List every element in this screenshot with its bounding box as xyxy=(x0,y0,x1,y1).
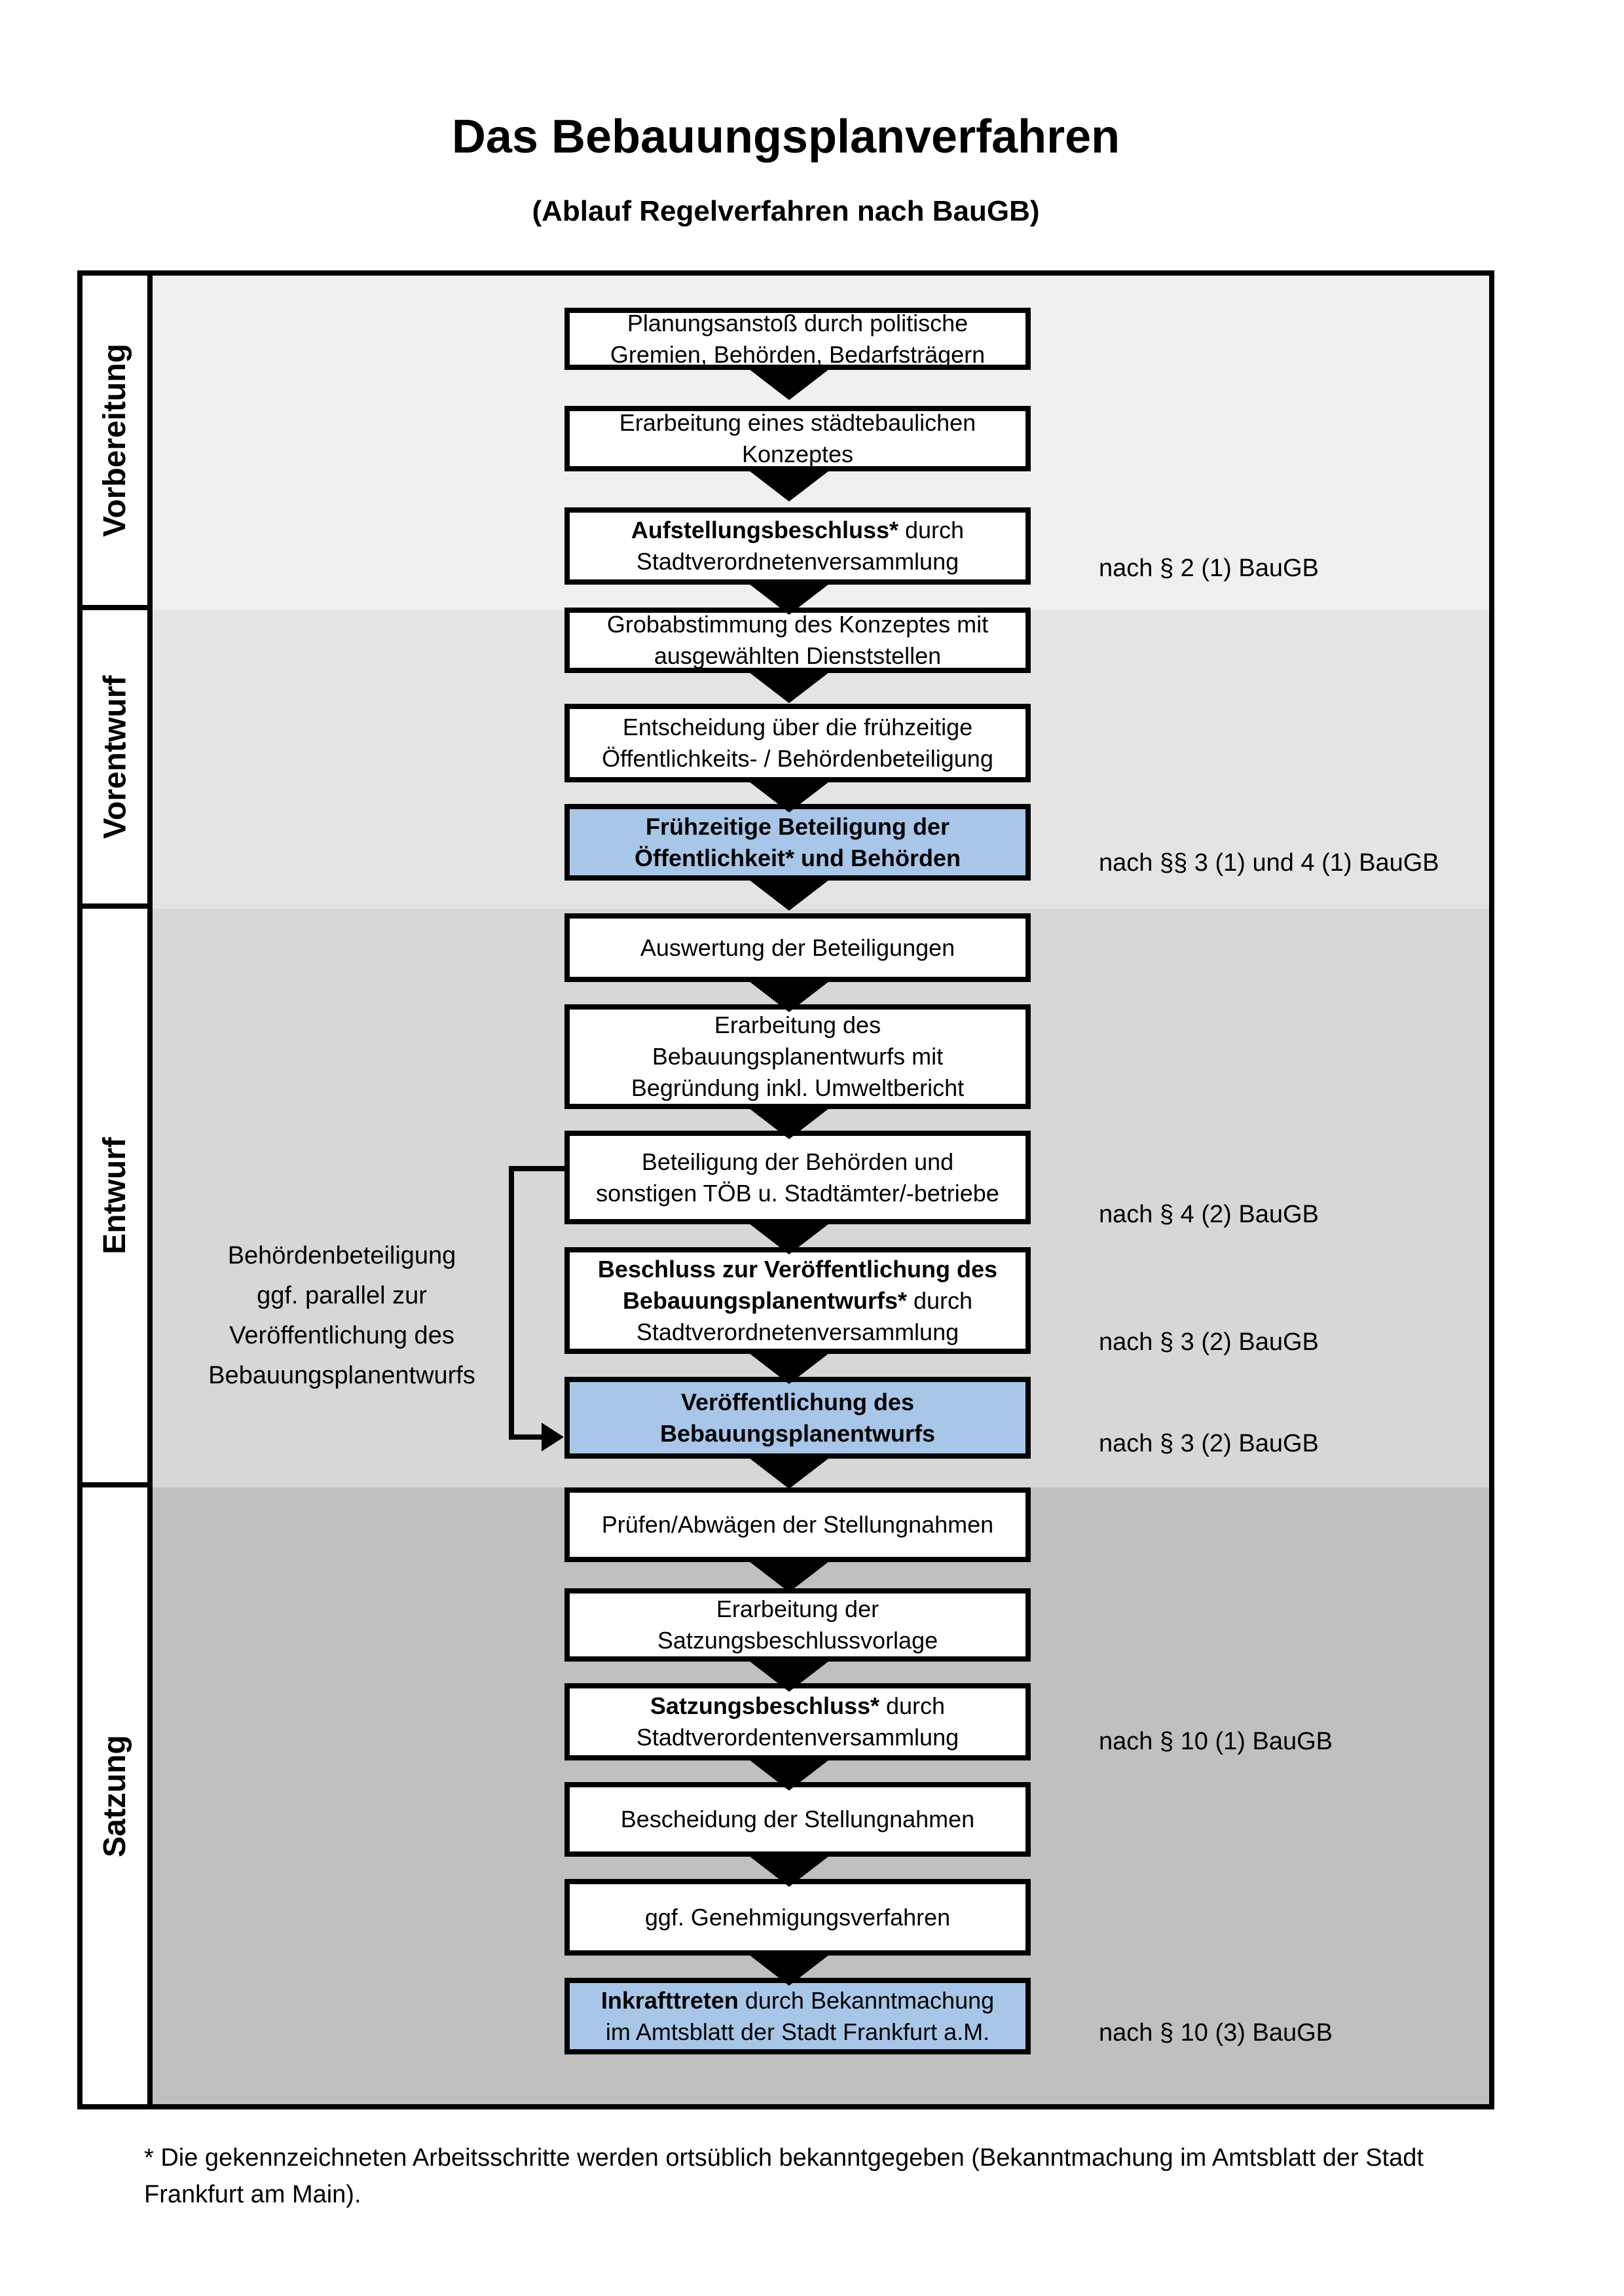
footnote-line: Frankfurt am Main). xyxy=(144,2181,361,2208)
flow-arrow-down-icon xyxy=(747,582,832,615)
flow-arrow-down-icon xyxy=(747,878,832,911)
step-text-line: Entscheidung über die frühzeitige xyxy=(622,714,973,740)
step-text-line: Öffentlichkeits- / Behördenbeteiligung xyxy=(602,745,993,772)
legal-reference-aufstellungsbeschluss: nach § 2 (1) BauGB xyxy=(1099,555,1319,582)
step-text-line: Stadtverordentenversammlung xyxy=(636,1724,959,1751)
page-title: Das Bebauungsplanverfahren xyxy=(451,111,1120,163)
step-text-line: Veröffentlichung des xyxy=(680,1388,915,1415)
step-text-line: Grobabstimmung des Konzeptes mit xyxy=(606,611,989,638)
step-text-line: Öffentlichkeit* und Behörden xyxy=(634,844,961,871)
step-text-line: ausgewählten Dienststellen xyxy=(654,642,942,669)
page-subtitle: (Ablauf Regelverfahren nach BauGB) xyxy=(532,195,1040,227)
parallel-procedure-note-line: Behördenbeteiligung xyxy=(227,1242,456,1269)
flow-arrow-down-icon xyxy=(747,469,832,501)
legal-reference-fruehzeitige-beteiligung: nach §§ 3 (1) und 4 (1) BauGB xyxy=(1099,849,1439,877)
flow-arrow-down-icon xyxy=(747,1106,832,1139)
footnote: * Die gekennzeichneten Arbeitsschritte w… xyxy=(144,2140,1532,2213)
step-genehmigungsverfahren: ggf. Genehmigungsverfahren xyxy=(564,1879,1031,1956)
step-text-line: Bescheidung der Stellungnahmen xyxy=(620,1806,975,1832)
phase-label-cell-vorbereitung: Vorbereitung xyxy=(83,276,147,610)
flow-arrow-down-icon xyxy=(747,1659,832,1692)
flow-arrow-down-icon xyxy=(747,367,832,400)
legal-reference-inkrafttreten: nach § 10 (3) BauGB xyxy=(1099,2019,1333,2047)
step-text-line: Stadtverordnetenversammlung xyxy=(636,548,959,575)
step-text-line: ggf. Genehmigungsverfahren xyxy=(644,1903,951,1931)
parallel-procedure-note-line: Veröffentlichung des xyxy=(229,1322,454,1349)
phase-label: Satzung xyxy=(98,1734,132,1857)
step-text-line: Gremien, Behörden, Bedarfsträgern xyxy=(610,340,986,368)
step-text-line: Inkrafttreten durch Bekanntmachung xyxy=(600,1986,995,2014)
phase-label: Entwurf xyxy=(98,1137,133,1254)
step-text-line: Prüfen/Abwägen der Stellungnahmen xyxy=(601,1511,994,1538)
step-text-line: Bebauungsplanentwurfs mit xyxy=(652,1043,944,1070)
step-text-line: Satzungsbeschlussvorlage xyxy=(657,1627,938,1654)
step-bescheidung-stellungnahmen: Bescheidung der Stellungnahmen xyxy=(564,1782,1031,1857)
step-text-line: Planungsanstoß durch politische xyxy=(627,309,969,337)
step-text-line: Satzungsbeschluss* durch xyxy=(650,1692,946,1719)
legal-reference-beschluss-veroeffentlichung: nach § 3 (2) BauGB xyxy=(1099,1328,1319,1356)
step-text-line: Stadtverordnetenversammlung xyxy=(636,1318,959,1345)
step-text-line: Konzeptes xyxy=(741,441,854,467)
flow-arrow-down-icon xyxy=(747,1222,832,1254)
step-auswertung-beteiligungen: Auswertung der Beteiligungen xyxy=(564,913,1031,982)
flow-arrow-down-icon xyxy=(747,1854,832,1887)
step-grobabstimmung: Grobabstimmung des Konzeptes mit ausgewäh… xyxy=(564,608,1031,673)
parallel-connector-top-stub xyxy=(509,1166,564,1171)
phase-label-cell-vorentwurf: Vorentwurf xyxy=(83,610,147,909)
flow-arrow-down-icon xyxy=(747,1758,832,1791)
step-pruefen-abwaegen: Prüfen/Abwägen der Stellungnahmen xyxy=(564,1487,1031,1562)
step-text-line: Beschluss zur Veröffentlichung des xyxy=(597,1255,998,1283)
step-text-line: im Amtsblatt der Stadt Frankfurt a.M. xyxy=(605,2018,990,2045)
parallel-connector-vertical-line xyxy=(509,1166,514,1440)
parallel-connector-bottom-run xyxy=(509,1434,545,1440)
footnote-line: * Die gekennzeichneten Arbeitsschritte w… xyxy=(144,2144,1424,2172)
flow-arrow-down-icon xyxy=(747,670,832,703)
step-text-line: sonstigen TÖB u. Stadtämter/-betriebe xyxy=(596,1179,999,1207)
step-text-line: Bebauungsplanentwurfs* durch xyxy=(622,1286,973,1314)
parallel-connector-arrow-icon xyxy=(542,1423,564,1451)
phase-label-cell-satzung: Satzung xyxy=(83,1487,147,2104)
step-text-line: Erarbeitung des xyxy=(714,1011,881,1038)
phase-label: Vorbereitung xyxy=(98,343,132,538)
step-text-line: Erarbeitung eines städtebaulichen xyxy=(619,409,976,436)
step-text-line: Beteiligung der Behörden und xyxy=(641,1148,954,1175)
flow-arrow-down-icon xyxy=(747,1559,832,1592)
step-beteiligung-behoerden-toeb: Beteiligung der Behörden und sonstigen TÖ… xyxy=(564,1131,1031,1224)
step-text-line: Begründung inkl. Umweltbericht xyxy=(631,1074,965,1101)
parallel-procedure-note-line: Bebauungsplanentwurfs xyxy=(208,1362,475,1389)
phase-label-cell-entwurf: Entwurf xyxy=(83,909,147,1487)
flow-arrow-down-icon xyxy=(747,1351,832,1384)
step-text-line: Frühzeitige Beteiligung der xyxy=(645,812,950,840)
step-inkrafttreten: Inkrafttreten durch Bekanntmachung im Amt… xyxy=(564,1978,1031,2054)
flow-arrow-down-icon xyxy=(747,1456,832,1489)
flow-arrow-down-icon xyxy=(747,1953,832,1986)
legal-reference-veroeffentlichung-entwurf: nach § 3 (2) BauGB xyxy=(1099,1430,1319,1457)
parallel-procedure-note-line: ggf. parallel zur xyxy=(257,1282,427,1309)
flow-arrow-down-icon xyxy=(747,780,832,812)
flow-arrow-down-icon xyxy=(747,979,832,1012)
step-text-line: Erarbeitung der xyxy=(716,1595,879,1622)
legal-reference-beteiligung-behoerden-toeb: nach § 4 (2) BauGB xyxy=(1099,1201,1319,1228)
phase-label: Vorentwurf xyxy=(98,675,132,839)
step-text-line: Bebauungsplanentwurfs xyxy=(659,1419,936,1447)
legal-reference-satzungsbeschluss: nach § 10 (1) BauGB xyxy=(1099,1728,1333,1755)
step-text-line: Auswertung der Beteiligungen xyxy=(640,934,955,961)
step-text-line: Aufstellungsbeschluss* durch xyxy=(631,517,965,543)
